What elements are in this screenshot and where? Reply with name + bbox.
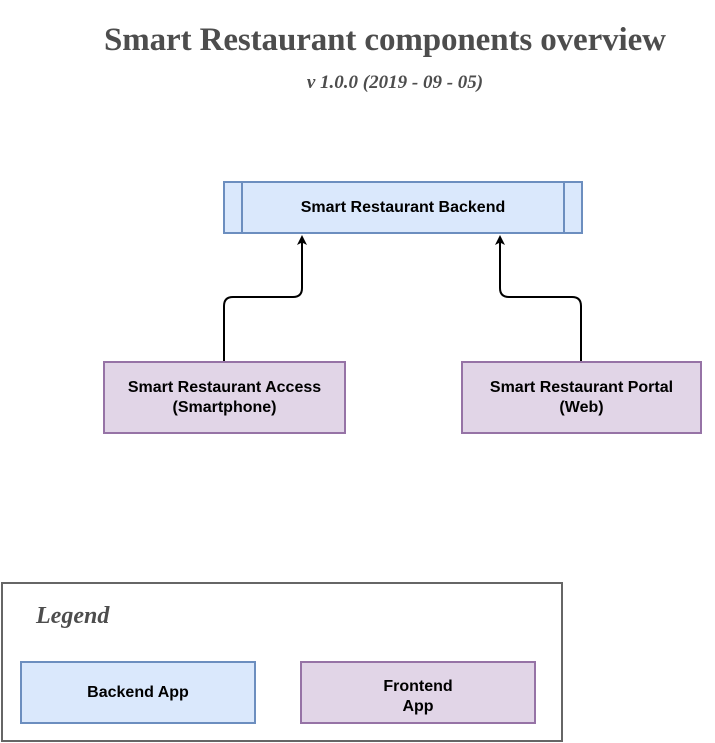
access-node[interactable]: Smart Restaurant Access (Smartphone) [103, 361, 346, 434]
legend-title: Legend [36, 603, 110, 629]
portal-node-label: Smart Restaurant Portal (Web) [489, 378, 674, 416]
access-node-label: Smart Restaurant Access (Smartphone) [127, 378, 322, 416]
backend-node-label: Smart Restaurant Backend [300, 198, 506, 216]
legend-backend-swatch: Backend App [20, 661, 256, 724]
backend-node[interactable]: Smart Restaurant Backend [223, 181, 583, 234]
process-bar-right [563, 183, 565, 232]
edge-portal-to-backend [495, 235, 582, 361]
legend-frontend-label: Frontend App [383, 677, 453, 715]
diagram-version: v 1.0.0 (2019 - 09 - 05) [306, 72, 484, 93]
legend-frontend-swatch: Frontend App [300, 661, 536, 724]
portal-node[interactable]: Smart Restaurant Portal (Web) [461, 361, 702, 434]
process-bar-left [241, 183, 243, 232]
diagram-title: Smart Restaurant components overview [104, 22, 666, 58]
edge-access-to-backend [223, 235, 307, 361]
legend-backend-label: Backend App [87, 683, 189, 701]
